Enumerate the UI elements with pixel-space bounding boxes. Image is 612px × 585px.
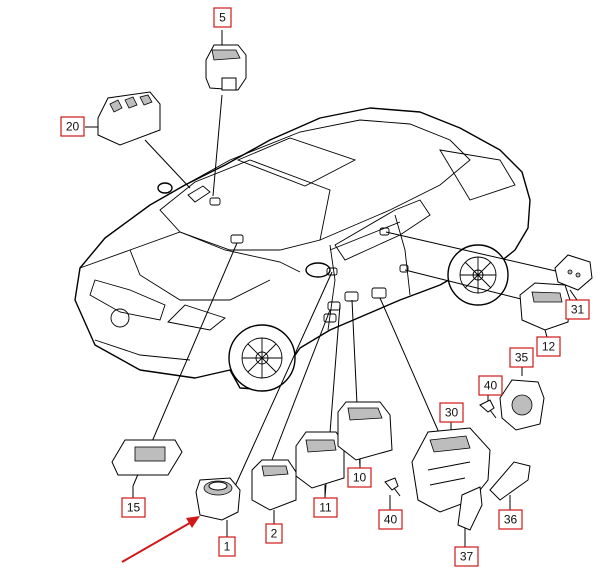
part-15-interior-light — [111, 439, 183, 476]
callout-20[interactable]: 20 — [60, 116, 85, 137]
part-11-switch — [295, 431, 345, 489]
svg-text:37: 37 — [460, 550, 474, 564]
part-37-cover — [457, 486, 483, 531]
callout-11[interactable]: 11 — [313, 497, 338, 518]
callout-12[interactable]: 12 — [536, 336, 561, 357]
callout-31[interactable]: 31 — [565, 299, 590, 320]
part-31-switch-plate — [554, 254, 593, 291]
callout-10[interactable]: 10 — [347, 467, 372, 488]
red-arrow-icon — [121, 516, 200, 563]
callout-37[interactable]: 37 — [454, 546, 479, 567]
svg-text:5: 5 — [219, 11, 226, 25]
part-2-switch — [251, 459, 297, 511]
part-36-cover — [489, 461, 531, 501]
svg-text:40: 40 — [484, 379, 498, 393]
svg-text:12: 12 — [542, 340, 556, 354]
svg-text:15: 15 — [127, 501, 141, 515]
svg-text:36: 36 — [504, 513, 518, 527]
callout-1[interactable]: 1 — [218, 536, 236, 557]
svg-text:11: 11 — [319, 501, 332, 515]
callout-5[interactable]: 5 — [213, 7, 232, 28]
part-40-screw-lower — [384, 477, 401, 497]
svg-text:35: 35 — [515, 351, 529, 365]
svg-text:30: 30 — [445, 406, 459, 420]
callout-35[interactable]: 35 — [509, 347, 534, 368]
part-20-switch-panel — [97, 91, 161, 146]
part-12-switch — [519, 282, 571, 331]
callout-36[interactable]: 36 — [498, 509, 523, 530]
svg-text:20: 20 — [66, 120, 80, 134]
callout-30[interactable]: 30 — [439, 402, 464, 423]
svg-text:2: 2 — [271, 527, 278, 541]
part-5-switch — [205, 44, 247, 91]
svg-text:10: 10 — [353, 471, 367, 485]
part-10-switch — [337, 401, 393, 461]
part-1-mirror-switch — [195, 477, 241, 521]
part-40-screw-upper — [479, 399, 497, 419]
callout-15[interactable]: 15 — [121, 497, 146, 518]
callout-40-upper[interactable]: 40 — [478, 375, 503, 396]
svg-text:40: 40 — [384, 513, 398, 527]
svg-text:31: 31 — [571, 303, 585, 317]
part-35-motor-bracket — [499, 379, 545, 431]
leader-lines — [85, 30, 578, 547]
svg-text:1: 1 — [224, 540, 231, 554]
car-illustration — [74, 107, 531, 392]
callout-40-lower[interactable]: 40 — [378, 509, 403, 530]
callout-2[interactable]: 2 — [265, 523, 283, 544]
